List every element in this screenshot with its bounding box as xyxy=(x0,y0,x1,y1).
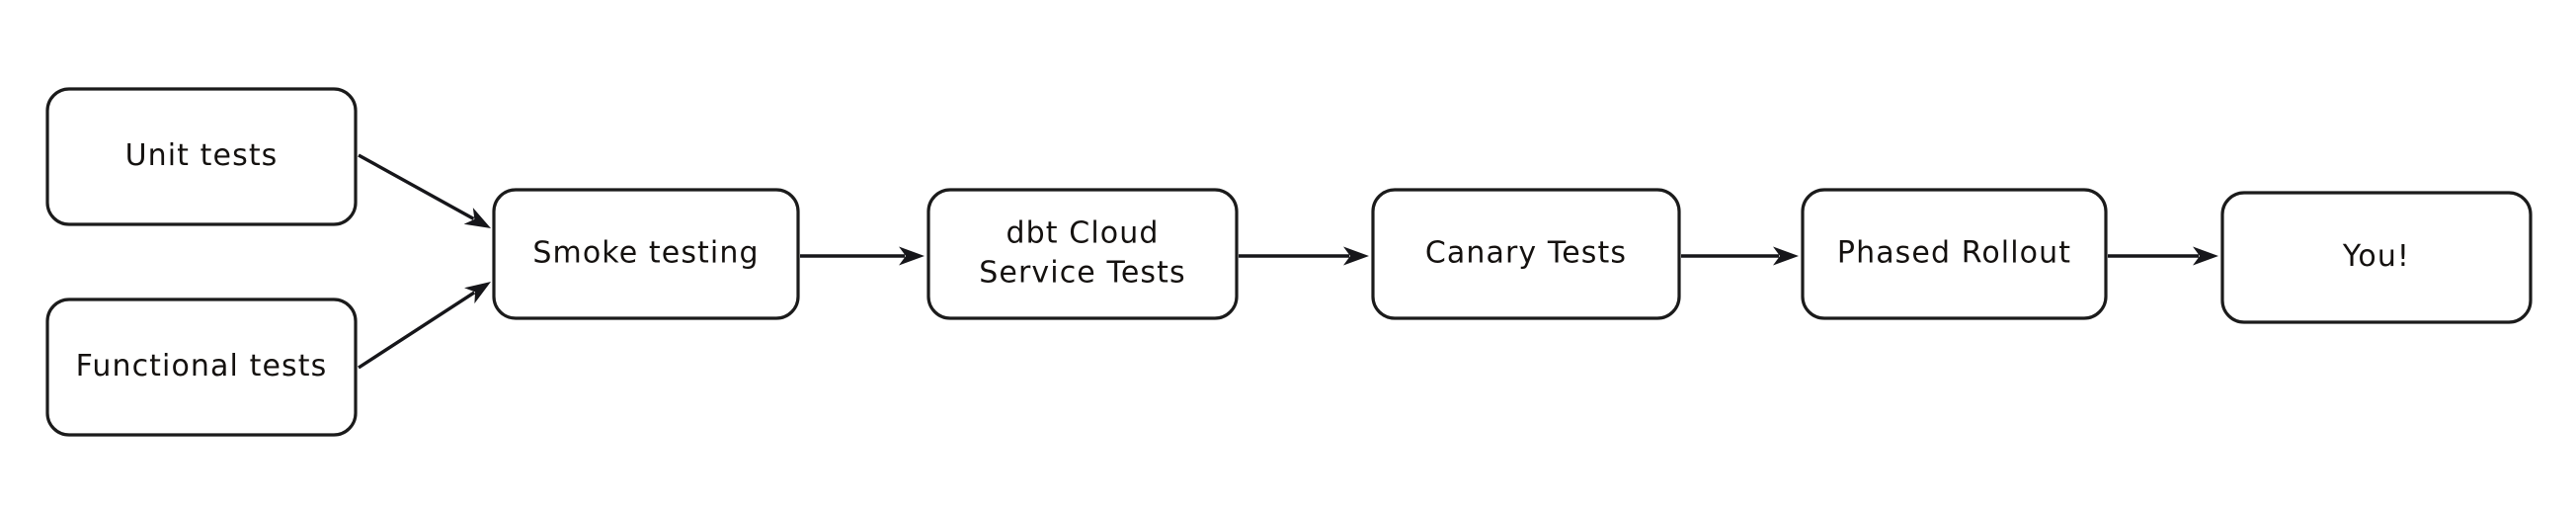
node-label: Canary Tests xyxy=(1425,236,1627,271)
node-label: Service Tests xyxy=(979,256,1185,291)
node-label: dbt Cloud xyxy=(1006,216,1160,251)
edge-phased-rollout-to-you xyxy=(2108,246,2218,266)
node-unit-tests[interactable]: Unit tests xyxy=(45,87,358,226)
edge-arrowhead xyxy=(463,208,491,228)
node-box[interactable] xyxy=(1801,188,2108,320)
node-smoke-testing[interactable]: Smoke testing xyxy=(492,188,800,320)
edge-layer xyxy=(358,153,2218,370)
edge-unit-tests-to-smoke-testing xyxy=(358,153,491,228)
node-box[interactable] xyxy=(2220,191,2533,324)
node-box[interactable] xyxy=(1371,188,1681,320)
edge-smoke-testing-to-dbt-cloud-service-tests xyxy=(800,246,925,266)
node-label: Functional tests xyxy=(76,349,328,383)
node-box[interactable] xyxy=(45,298,358,437)
node-box[interactable] xyxy=(926,188,1239,320)
edge-dbt-cloud-service-tests-to-canary-tests xyxy=(1239,246,1369,266)
edge-arrowhead xyxy=(1773,246,1799,266)
node-canary-tests[interactable]: Canary Tests xyxy=(1371,188,1681,320)
edge-arrowhead xyxy=(1343,246,1369,266)
edge-arrowhead xyxy=(2193,246,2218,266)
node-functional-tests[interactable]: Functional tests xyxy=(45,298,358,437)
node-label: Smoke testing xyxy=(532,236,759,271)
node-label: Phased Rollout xyxy=(1837,236,2071,271)
node-label: Unit tests xyxy=(125,138,279,173)
edge-canary-tests-to-phased-rollout xyxy=(1681,246,1799,266)
edge-arrowhead xyxy=(464,282,491,304)
edge-functional-tests-to-smoke-testing xyxy=(358,282,491,370)
node-box[interactable] xyxy=(492,188,800,320)
node-phased-rollout[interactable]: Phased Rollout xyxy=(1801,188,2108,320)
edge-arrowhead xyxy=(899,246,925,266)
node-label: You! xyxy=(2342,239,2410,274)
node-you[interactable]: You! xyxy=(2220,191,2533,324)
node-box[interactable] xyxy=(45,87,358,226)
edge-line xyxy=(358,291,476,370)
edge-line xyxy=(358,153,475,220)
